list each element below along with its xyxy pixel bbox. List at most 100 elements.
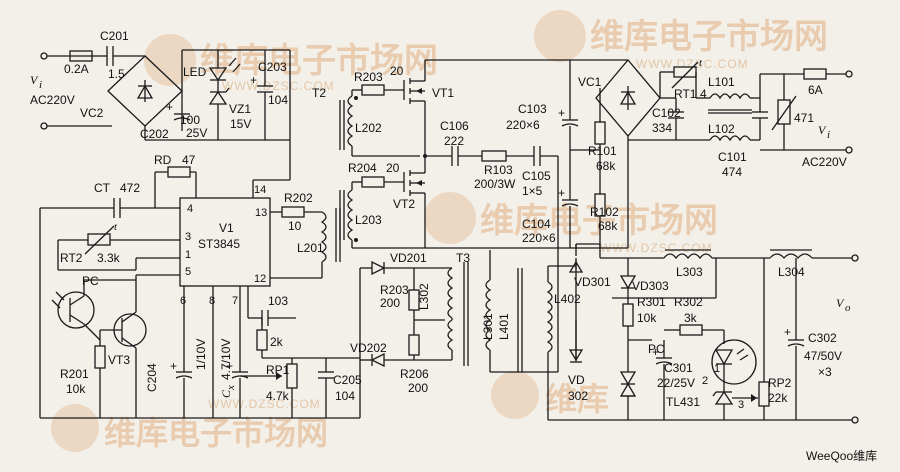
c101-value: 474 xyxy=(722,165,742,179)
rp2-label: RP2 xyxy=(768,376,792,390)
vt1-label: VT1 xyxy=(432,86,454,100)
r202-l201: R202 10 L201 xyxy=(270,191,341,279)
r203b-value: 200 xyxy=(380,296,400,310)
vd303-label: VD303 xyxy=(632,279,669,293)
output-filter: L303 L304 V o + C302 47/50V ×3 xyxy=(663,249,859,424)
c202-value: 100 xyxy=(180,113,200,127)
ct-rt2-network: CT 472 t RT2 3.3k xyxy=(39,181,180,418)
svg-text:o: o xyxy=(845,302,851,314)
t2-label: T2 xyxy=(312,86,326,100)
vi-left-label: V xyxy=(30,73,39,87)
rd-value: 47 xyxy=(182,153,196,167)
vc2-label: VC2 xyxy=(80,106,104,120)
l101-label: L101 xyxy=(708,75,735,89)
cx-value: 4.7/10V xyxy=(219,339,233,380)
rt2-label: RT2 xyxy=(60,251,83,265)
rt2-thermistor xyxy=(87,233,111,246)
r203b-label: R203 xyxy=(380,283,409,297)
svg-text:+: + xyxy=(250,73,257,87)
svg-text:+: + xyxy=(558,186,565,200)
r204-value: 20 xyxy=(386,161,400,175)
vd201-label: VD201 xyxy=(390,251,427,265)
bulk-caps: + C103 220×6 + C104 220×6 R101 68k R102 … xyxy=(506,60,628,249)
watermark-url: WWW.DZSC.COM xyxy=(222,79,335,93)
r101-resistor xyxy=(594,121,606,145)
secondary-rectifier: L402 VD301 VD 302 xyxy=(546,243,820,421)
c103-label: C103 xyxy=(518,102,547,116)
r203a-label: R203 xyxy=(354,70,383,84)
svg-text:13: 13 xyxy=(255,207,267,219)
ic-st3845: V1 ST3845 13 12 4 3 1 5 6 8 7 14 RD 47 xyxy=(154,153,290,307)
svg-text:i: i xyxy=(39,79,42,91)
c301-value: 22/25V xyxy=(657,376,695,390)
watermark-text: 维库电子市场网 xyxy=(104,415,328,451)
c204-label: C204 xyxy=(145,363,159,392)
c101-label: C101 xyxy=(718,150,747,164)
r301-label: R301 xyxy=(637,295,666,309)
svg-text:t: t xyxy=(699,57,703,69)
c205-label: C205 xyxy=(333,373,362,387)
c201-value: 1.5 xyxy=(108,67,125,81)
t2-driver: T2 L202 R203 20 L203 R204 20 xyxy=(312,64,425,249)
r302-label: R302 xyxy=(674,295,703,309)
r103-value: 200/3W xyxy=(474,177,516,191)
svg-text:+: + xyxy=(558,106,565,120)
c106-label: C106 xyxy=(440,119,469,133)
bridge-vc2: VC2 xyxy=(80,49,290,141)
watermark-text: 维库电子市场网 xyxy=(590,17,828,56)
r206-resistor xyxy=(408,334,420,356)
vd302-label: VD xyxy=(568,373,585,387)
l401-label: L401 xyxy=(497,313,511,340)
l201-label: L201 xyxy=(297,241,324,255)
ic-body xyxy=(179,197,271,287)
r204-label: R204 xyxy=(348,161,377,175)
t3-primary: L301 L401 xyxy=(481,250,559,373)
t3-label: T3 xyxy=(456,251,470,265)
t3-feedback-winding: VD201 T3 R203 200 L302 VD202 R206 200 xyxy=(350,251,470,418)
rt2-value: 3.3k xyxy=(97,251,121,265)
r2k-value: 2k xyxy=(270,335,284,349)
rp2-value: 22k xyxy=(768,391,788,405)
r203a-resistor xyxy=(361,84,385,96)
r2k-resistor xyxy=(256,329,268,351)
c105-value: 1×5 xyxy=(522,184,543,198)
c105-label: C105 xyxy=(522,169,551,183)
r202-value: 10 xyxy=(288,219,302,233)
emi-filter: L101 L102 C101 474 6A 471 V i AC220V xyxy=(676,68,853,179)
pc2-label: PC xyxy=(648,342,665,356)
svg-text:+: + xyxy=(170,359,177,373)
vz1-label: VZ1 xyxy=(229,102,251,116)
pc-label: PC xyxy=(82,274,99,288)
r201-resistor xyxy=(94,345,106,369)
svg-text:4: 4 xyxy=(187,203,193,215)
vz1-value: 15V xyxy=(230,117,251,131)
c102-value: 334 xyxy=(652,121,672,135)
l203-label: L203 xyxy=(355,213,382,227)
c102-label: C102 xyxy=(652,106,681,120)
l102-label: L102 xyxy=(708,122,735,136)
svg-text:+: + xyxy=(784,325,791,339)
svg-text:7: 7 xyxy=(232,295,238,307)
ct-value: 472 xyxy=(120,181,140,195)
svg-text:6: 6 xyxy=(180,295,186,307)
c202-voltage: 25V xyxy=(186,126,207,140)
ac-right-label: AC220V xyxy=(802,155,847,169)
r203a-value: 20 xyxy=(390,64,404,78)
r201-value: 10k xyxy=(66,382,86,396)
footer-logo: WeeQoo维库 xyxy=(806,448,877,463)
vo-label: V xyxy=(836,296,845,310)
num4-label: 4 xyxy=(700,87,707,101)
tl431-label: TL431 xyxy=(666,395,700,409)
mosfets: VT1 VT2 xyxy=(393,59,570,249)
c203-value: 104 xyxy=(268,93,288,107)
watermark-text: 维库电子市场网 xyxy=(200,41,438,80)
l304-label: L304 xyxy=(778,265,805,279)
vt3-label: VT3 xyxy=(108,353,130,367)
l303-label: L303 xyxy=(676,265,703,279)
ac-left-label: AC220V xyxy=(30,93,75,107)
r302-resistor xyxy=(679,324,703,336)
c201-label: C201 xyxy=(100,29,129,43)
r206-value: 200 xyxy=(408,381,428,395)
ic-part: ST3845 xyxy=(198,237,240,251)
